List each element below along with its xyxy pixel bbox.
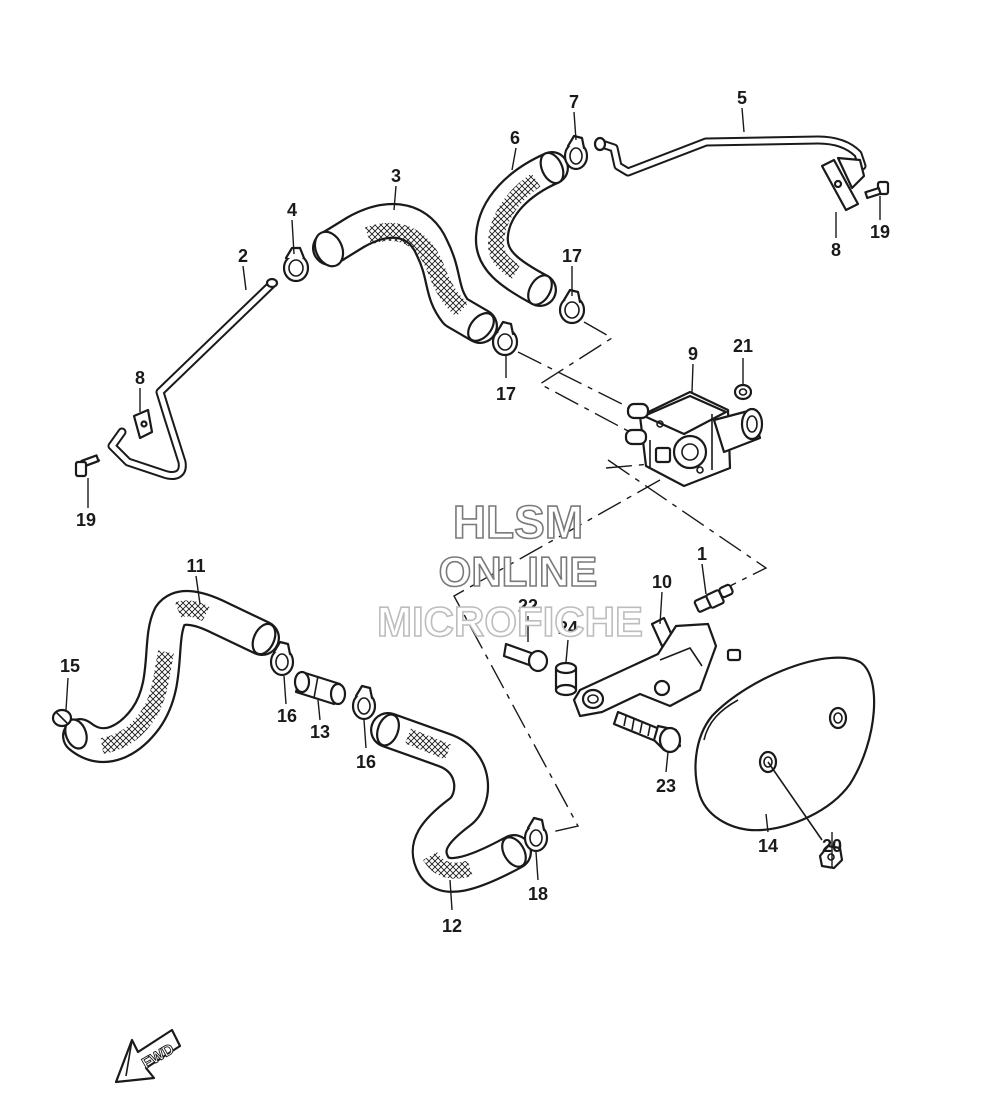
bracket-8-right [820,156,866,212]
hose-12 [370,712,532,893]
bracket-10 [572,616,742,718]
bolt-19-left [74,454,101,478]
callout-6: 6 [510,128,520,148]
hose-11 [62,590,280,764]
callout-7: 7 [569,92,579,112]
callout-8-left: 8 [135,368,145,388]
washer-21 [733,383,753,401]
callout-15: 15 [60,656,80,676]
callout-17-upper: 17 [562,246,582,266]
callout-22: 22 [518,596,538,616]
callout-19-right: 19 [870,222,890,242]
clamp-16-left [269,640,295,677]
callout-9: 9 [688,344,698,364]
watermark-line-2: ONLINE [439,548,598,595]
callout-19-left: 19 [76,510,96,530]
collar-24 [554,661,578,697]
fwd-direction-arrow: FWD [114,1028,182,1084]
bolt-23 [612,710,682,754]
callout-8-right: 8 [831,240,841,260]
pipe-2 [107,277,279,480]
callout-10: 10 [652,572,672,592]
callout-13: 13 [310,722,330,742]
canister-14 [694,656,876,841]
pipe-5 [593,135,867,177]
watermark-line-3: MICROFICHE [377,598,643,645]
callout-20: 20 [822,836,842,856]
callout-5: 5 [737,88,747,108]
callout-4: 4 [287,200,297,220]
clamp-18 [523,816,549,853]
callout-17-lower: 17 [496,384,516,404]
bracket-8-left [132,408,154,440]
clamp-4 [282,246,310,283]
callout-21: 21 [733,336,753,356]
callout-14: 14 [758,836,778,856]
hose-3 [312,202,498,344]
bolt-19-right [864,180,890,200]
callout-18: 18 [528,884,548,904]
connector-13 [293,670,347,706]
leader-lines [65,107,881,911]
watermark-line-1: HLSM [453,496,583,548]
nut-20 [818,844,844,870]
callout-23: 23 [656,776,676,796]
callout-3: 3 [391,166,401,186]
callout-16-left: 16 [277,706,297,726]
callout-1: 1 [697,544,707,564]
callout-labels: 1 2 3 4 5 6 7 8 8 9 10 11 12 13 14 15 16… [60,88,890,936]
callout-12: 12 [442,916,462,936]
clamp-16-right [351,684,377,721]
clamp-7 [563,134,589,171]
hose-6 [474,151,569,307]
callout-2: 2 [238,246,248,266]
callout-11: 11 [186,556,205,576]
callout-16-right: 16 [356,752,376,772]
watermark: HLSM ONLINE MICROFICHE [376,495,644,646]
clip-15 [51,708,73,728]
clamp-17-lower [491,320,519,357]
valve-assembly-9 [624,390,764,488]
callout-24: 24 [558,618,578,638]
bolt-22 [502,642,549,673]
sensor-1 [693,583,734,613]
connection-lines [453,321,768,833]
